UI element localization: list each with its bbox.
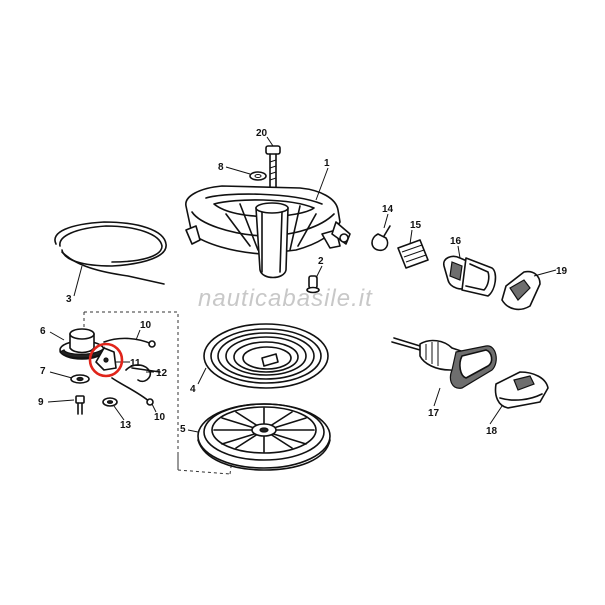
callout-15: 15 bbox=[410, 220, 422, 231]
callout-9: 9 bbox=[38, 397, 44, 408]
part-1-starter-housing bbox=[185, 185, 351, 279]
part-19-cap bbox=[501, 270, 541, 311]
part-8-washer bbox=[249, 171, 267, 181]
part-17-starter-handle bbox=[391, 337, 497, 389]
part-2-pin bbox=[306, 275, 320, 294]
watermark-text: nauticabasile.it bbox=[198, 285, 373, 312]
part-15-spring bbox=[397, 239, 429, 269]
part-7-washer bbox=[70, 374, 90, 384]
part-4-rewind-spring bbox=[203, 323, 329, 389]
callout-2: 2 bbox=[318, 256, 324, 267]
callout-14: 14 bbox=[382, 204, 394, 215]
callout-10-lower: 10 bbox=[154, 412, 166, 423]
part-11-pawl bbox=[95, 347, 117, 371]
part-10-link-lower bbox=[111, 377, 154, 406]
part-20-bolt bbox=[265, 145, 281, 197]
assembly-dashed-outline bbox=[83, 311, 231, 475]
highlight-circle-part-11 bbox=[88, 342, 124, 378]
part-3-rope bbox=[54, 221, 167, 285]
callout-11: 11 bbox=[130, 358, 141, 369]
callout-20: 20 bbox=[256, 128, 268, 139]
callout-3: 3 bbox=[66, 294, 72, 305]
part-10-link-upper bbox=[103, 337, 156, 348]
callout-13: 13 bbox=[120, 420, 132, 431]
callout-12: 12 bbox=[156, 368, 168, 379]
callout-17: 17 bbox=[428, 408, 440, 419]
part-5-pulley bbox=[197, 403, 331, 471]
callout-8: 8 bbox=[218, 162, 224, 173]
part-18-handle-cap bbox=[494, 371, 549, 409]
callout-5: 5 bbox=[180, 424, 186, 435]
callout-10-upper: 10 bbox=[140, 320, 152, 331]
leader-lines bbox=[47, 136, 557, 433]
part-13-nut bbox=[102, 397, 118, 407]
callout-4: 4 bbox=[190, 384, 196, 395]
callout-19: 19 bbox=[556, 266, 568, 277]
callout-16: 16 bbox=[450, 236, 462, 247]
part-9-screw bbox=[75, 395, 85, 415]
callout-18: 18 bbox=[486, 426, 498, 437]
callout-6: 6 bbox=[40, 326, 46, 337]
callout-7: 7 bbox=[40, 366, 46, 377]
part-16-handle-insert bbox=[442, 255, 497, 297]
part-14-clip bbox=[371, 225, 391, 252]
callout-1: 1 bbox=[324, 158, 330, 169]
part-6-hub bbox=[59, 328, 105, 360]
